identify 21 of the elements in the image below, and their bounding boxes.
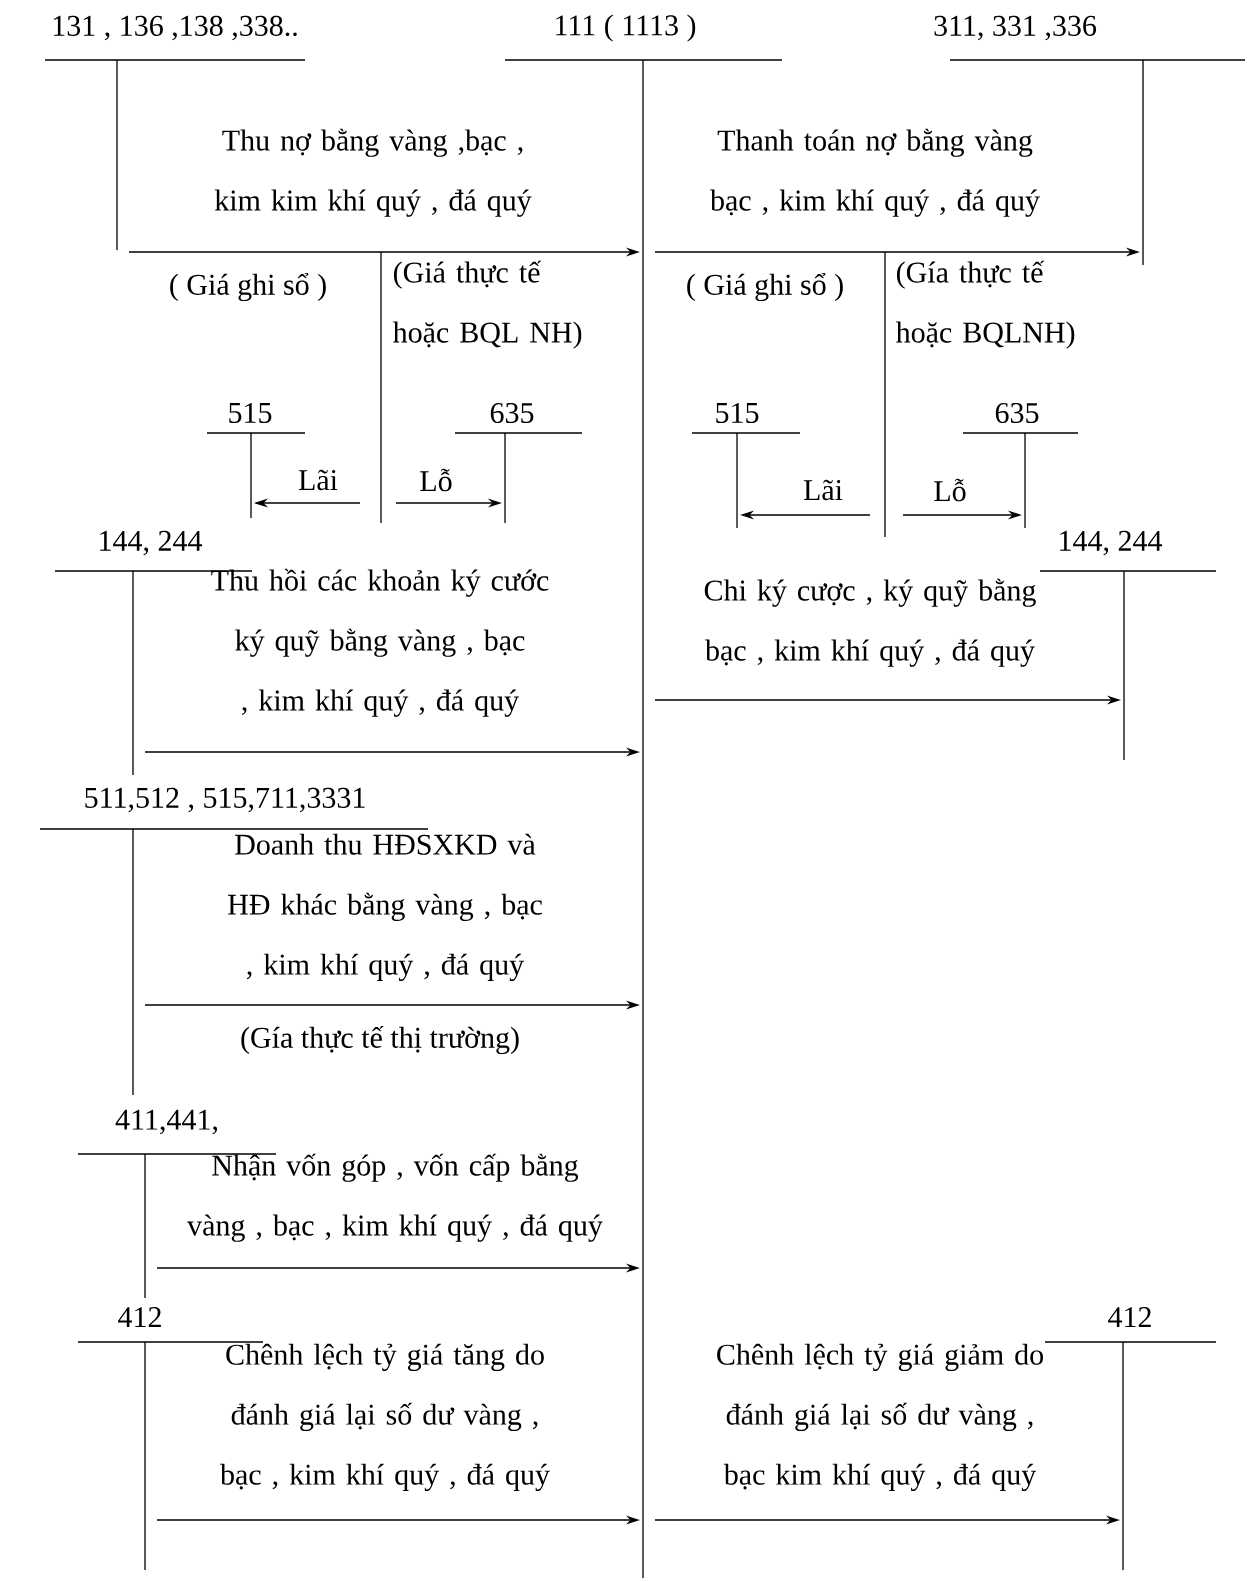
edge-label: Lỗ <box>934 478 966 502</box>
edge-label: Nhận vốn góp , vốn cấp bằng vàng , bạc , kim khí quý , đá quý <box>187 1153 603 1242</box>
edge-label: Lỗ <box>420 468 452 492</box>
t-account: 144, 244 <box>1039 530 1217 761</box>
edge-label: Chênh lệch tỷ giá giảm do đánh giá lại số dư vàng , bạc kim khí quý , đá quý <box>717 1343 1044 1491</box>
edge-label: Lãi <box>298 469 338 491</box>
price-note: (Giá thực tế hoặc BQL NH) <box>392 260 582 349</box>
edge-label: Thanh toán nợ bằng vàng bạc , kim khí quý , đá quý <box>710 128 1040 217</box>
edge-label: Lãi <box>803 479 843 501</box>
t-account: 635 <box>454 402 583 524</box>
edge-label: Thu nợ bằng vàng ,bạc , kim kim khí quý , đá quý <box>214 128 532 217</box>
t-account: 515 <box>691 402 801 529</box>
price-note: ( Giá ghi sổ ) <box>170 272 326 302</box>
edge-label: Chênh lệch tỷ giá tăng do đánh giá lại số dư vàng , bạc , kim khí quý , đá quý <box>220 1343 550 1491</box>
edge-label: Chi ký cược , ký quỹ bằng bạc , kim khí quý , đá quý <box>704 578 1036 667</box>
price-note: ( Giá ghi sổ ) <box>687 272 843 302</box>
edge-label: Doanh thu HĐSXKD và HĐ khác bằng vàng , bạc , kim khí quý , đá quý <box>228 833 542 981</box>
edge-label: Thu hồi các khoản ký cước ký quỹ bằng vàng , bạc , kim khí quý , đá quý <box>211 568 549 717</box>
price-note: (Gía thực tế hoặc BQLNH) <box>895 260 1075 349</box>
price-note: (Gía thực tế thị trường) <box>241 1025 519 1055</box>
t-account: 412 <box>1044 1307 1217 1571</box>
